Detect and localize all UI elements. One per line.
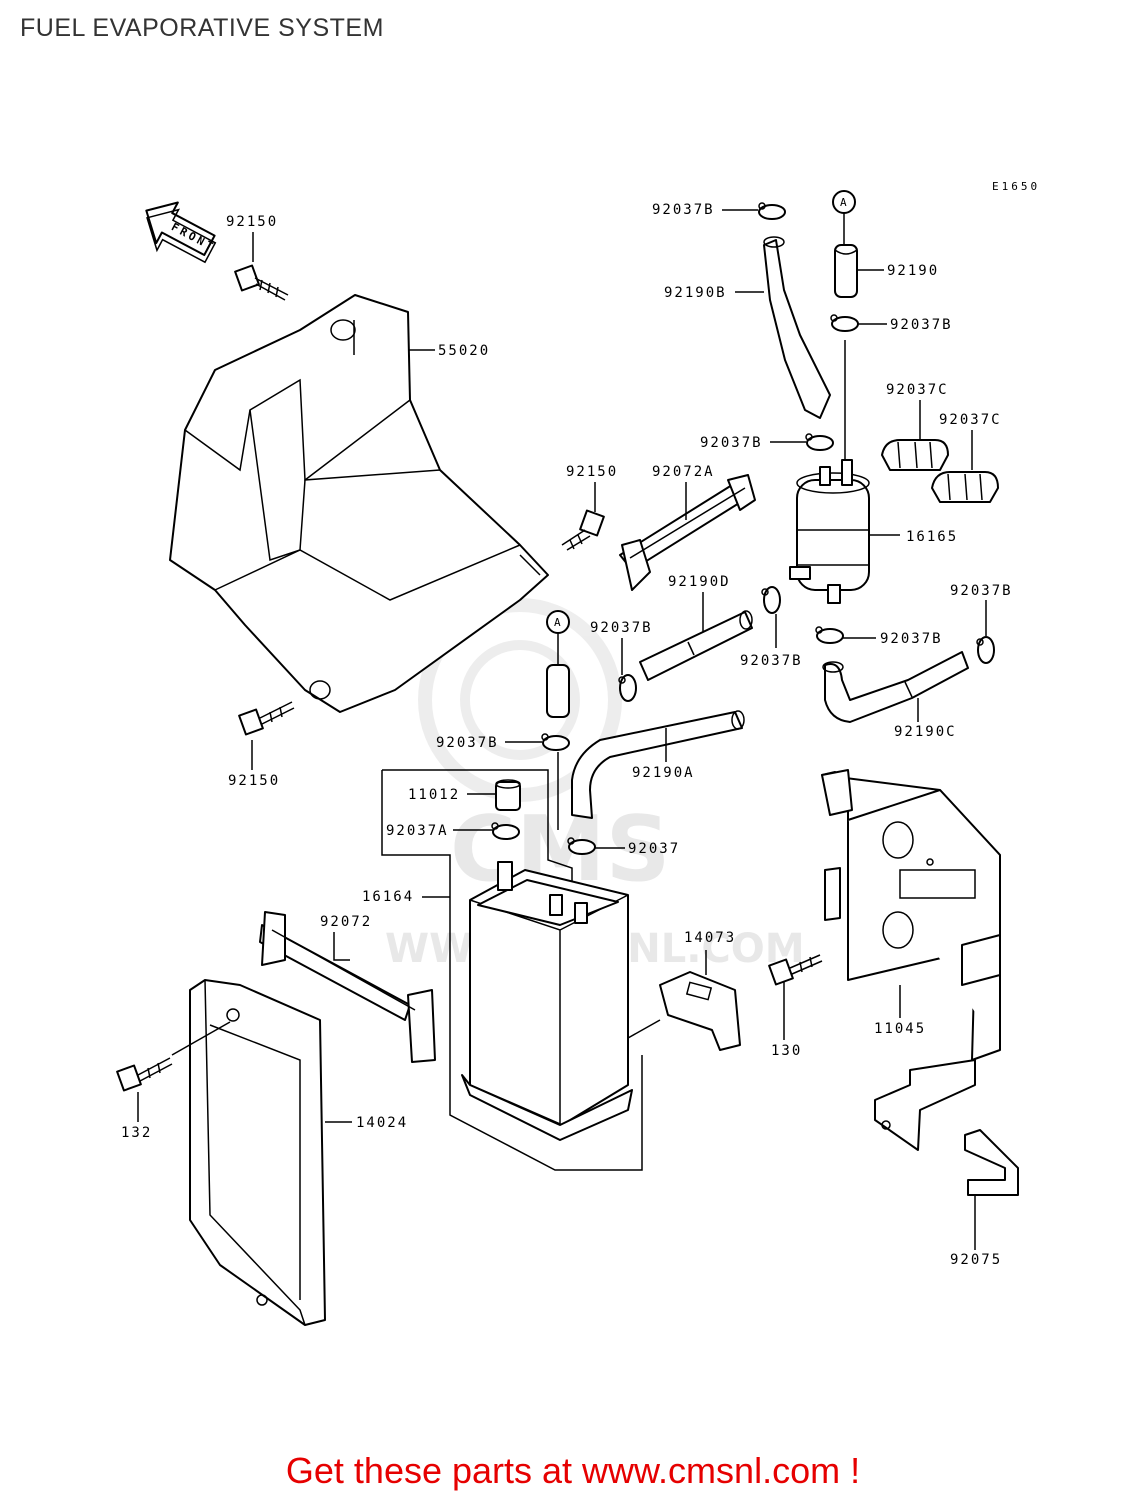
label-92190D: 92190D (668, 574, 731, 590)
label-16165: 16165 (906, 529, 958, 545)
label-92037B-6: 92037B (950, 583, 1013, 599)
label-92037B-5: 92037B (880, 631, 943, 647)
label-92190C: 92190C (894, 724, 957, 740)
label-92037A: 92037A (386, 823, 449, 839)
hose-92190C (822, 651, 969, 723)
label-92037C-2: 92037C (939, 412, 1002, 428)
clamp-92037A (491, 822, 520, 840)
label-92037B-4: 92037B (740, 653, 803, 669)
ref-marker-A-mid: A (546, 610, 570, 665)
label-92150-mid: 92150 (566, 464, 618, 480)
canister-16164 (461, 861, 633, 1141)
clamp-92037B-6 (976, 636, 995, 664)
clamp-92037B-3 (805, 433, 834, 451)
bracket-11045 (821, 769, 1001, 1151)
clamp-92037B-4 (761, 586, 781, 614)
ref-marker-A-mid-label: A (554, 616, 564, 629)
label-92037B-3: 92037B (700, 435, 763, 451)
clamp-92037B-5 (815, 626, 844, 644)
shield-55020 (169, 294, 549, 713)
label-92190B: 92190B (664, 285, 727, 301)
filter-16165 (789, 459, 870, 604)
front-arrow-icon: FRONT (145, 201, 218, 264)
strap-92072 (259, 911, 436, 1063)
label-92072A: 92072A (652, 464, 715, 480)
label-11045: 11045 (874, 1021, 926, 1037)
clip-92037C-2 (931, 471, 999, 503)
label-92190A: 92190A (632, 765, 695, 781)
label-92072: 92072 (320, 914, 372, 930)
bolt-92150-bot (238, 701, 295, 736)
label-132: 132 (121, 1125, 152, 1141)
label-16164: 16164 (362, 889, 414, 905)
clamp-92037B-1 (758, 202, 786, 220)
holder-14073 (659, 950, 741, 1051)
clamp-92037B-8 (541, 733, 570, 751)
label-14024: 14024 (356, 1115, 408, 1131)
label-92150-bot: 92150 (228, 773, 280, 789)
label-92037B-2: 92037B (890, 317, 953, 333)
label-92037B-1: 92037B (652, 202, 715, 218)
label-92190: 92190 (887, 263, 939, 279)
clamp-92037B-7 (618, 674, 637, 702)
bolt-130 (768, 954, 823, 986)
ref-marker-A-top-label: A (840, 196, 850, 209)
page-title: FUEL EVAPORATIVE SYSTEM (20, 14, 384, 42)
diagram-code: E1650 (992, 180, 1040, 193)
cap-11012 (495, 779, 521, 811)
bolt-92150-mid (561, 509, 605, 551)
cover-14024 (189, 979, 326, 1326)
bolt-132 (116, 1021, 231, 1092)
clamp-92037B-2 (830, 314, 859, 332)
footer-cta[interactable]: Get these parts at www.cmsnl.com ! (285, 1450, 861, 1491)
label-130: 130 (771, 1043, 802, 1059)
hose-92190D (639, 610, 753, 681)
label-92037C-1: 92037C (886, 382, 949, 398)
exploded-parts-diagram: CMS WWW.CMSNL.COM E1650 FRONT (116, 180, 1040, 1326)
clip-92075 (964, 1129, 1019, 1196)
bolt-92150-top (234, 264, 289, 301)
hose-92190A (571, 710, 745, 819)
strap-92072A (619, 474, 756, 591)
hose-92190 (834, 244, 858, 298)
hose-92190-center (546, 664, 570, 718)
label-92037: 92037 (628, 841, 680, 857)
ref-marker-A-top: A (832, 190, 856, 245)
leader-lines (137, 209, 987, 1250)
hose-92190B (763, 236, 831, 419)
label-11012: 11012 (408, 787, 460, 803)
label-92150-top: 92150 (226, 214, 278, 230)
clamp-92037 (567, 837, 596, 855)
label-55020: 55020 (438, 343, 490, 359)
label-14073: 14073 (684, 930, 736, 946)
label-92037B-7: 92037B (590, 620, 653, 636)
label-92037B-8: 92037B (436, 735, 499, 751)
part-labels: 92150 55020 92037B 92190B 92190 92037B 9… (121, 202, 1013, 1268)
label-92075: 92075 (950, 1252, 1002, 1268)
clip-92037C-1 (881, 439, 949, 471)
